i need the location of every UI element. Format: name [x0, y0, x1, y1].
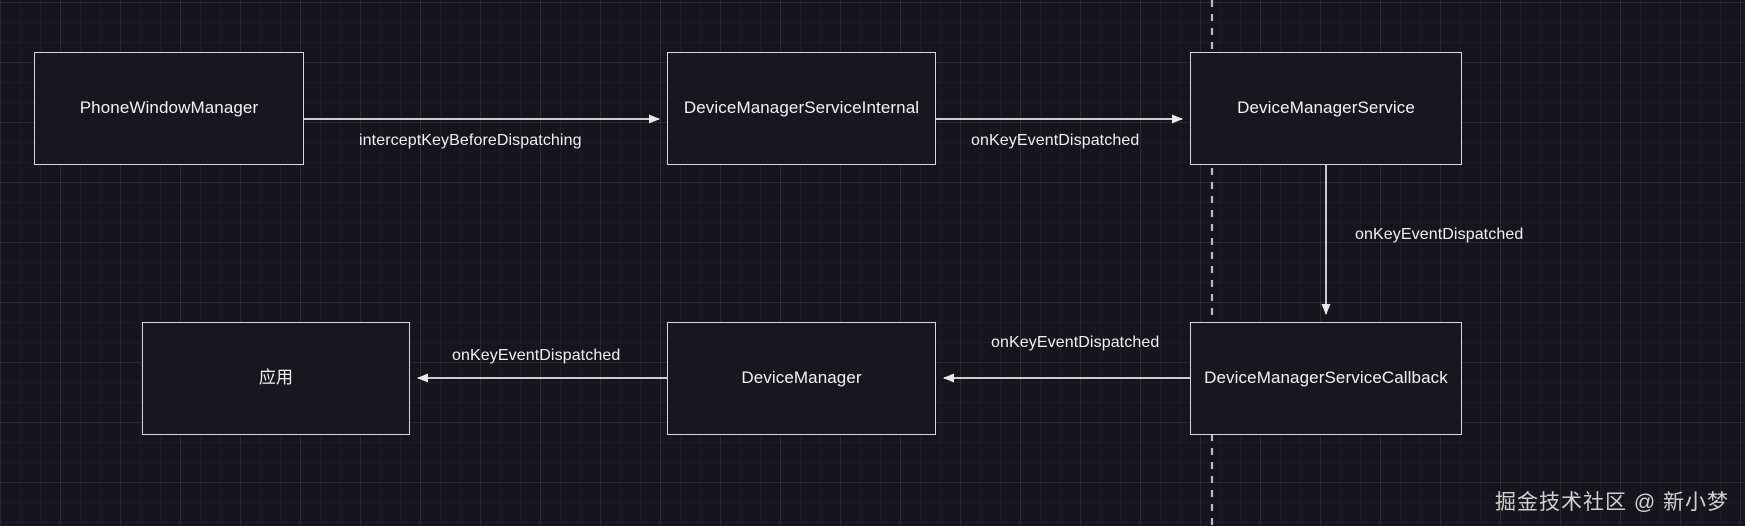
node-device-manager-service[interactable]: DeviceManagerService — [1190, 52, 1462, 165]
edge-label-intercept-key-before-dispatching: interceptKeyBeforeDispatching — [359, 132, 582, 149]
node-label: 应用 — [258, 368, 294, 388]
watermark: 掘金技术社区 @ 新小梦 — [1495, 491, 1729, 514]
node-device-manager[interactable]: DeviceManager — [667, 322, 936, 435]
node-device-manager-service-callback[interactable]: DeviceManagerServiceCallback — [1190, 322, 1462, 435]
edge-label-dms-to-dmscb: onKeyEventDispatched — [1355, 226, 1524, 243]
node-application[interactable]: 应用 — [142, 322, 410, 435]
node-device-manager-service-internal[interactable]: DeviceManagerServiceInternal — [667, 52, 936, 165]
node-label: DeviceManagerServiceInternal — [683, 98, 920, 118]
node-label: DeviceManager — [741, 368, 862, 388]
edge-label-dmscb-to-dm: onKeyEventDispatched — [991, 334, 1160, 351]
node-label: DeviceManagerService — [1237, 98, 1415, 118]
edge-label-dm-to-app: onKeyEventDispatched — [452, 347, 621, 364]
node-label: PhoneWindowManager — [79, 98, 259, 118]
edge-label-dmsi-to-dms: onKeyEventDispatched — [971, 132, 1140, 149]
node-label: DeviceManagerServiceCallback — [1204, 368, 1448, 388]
node-phone-window-manager[interactable]: PhoneWindowManager — [34, 52, 304, 165]
